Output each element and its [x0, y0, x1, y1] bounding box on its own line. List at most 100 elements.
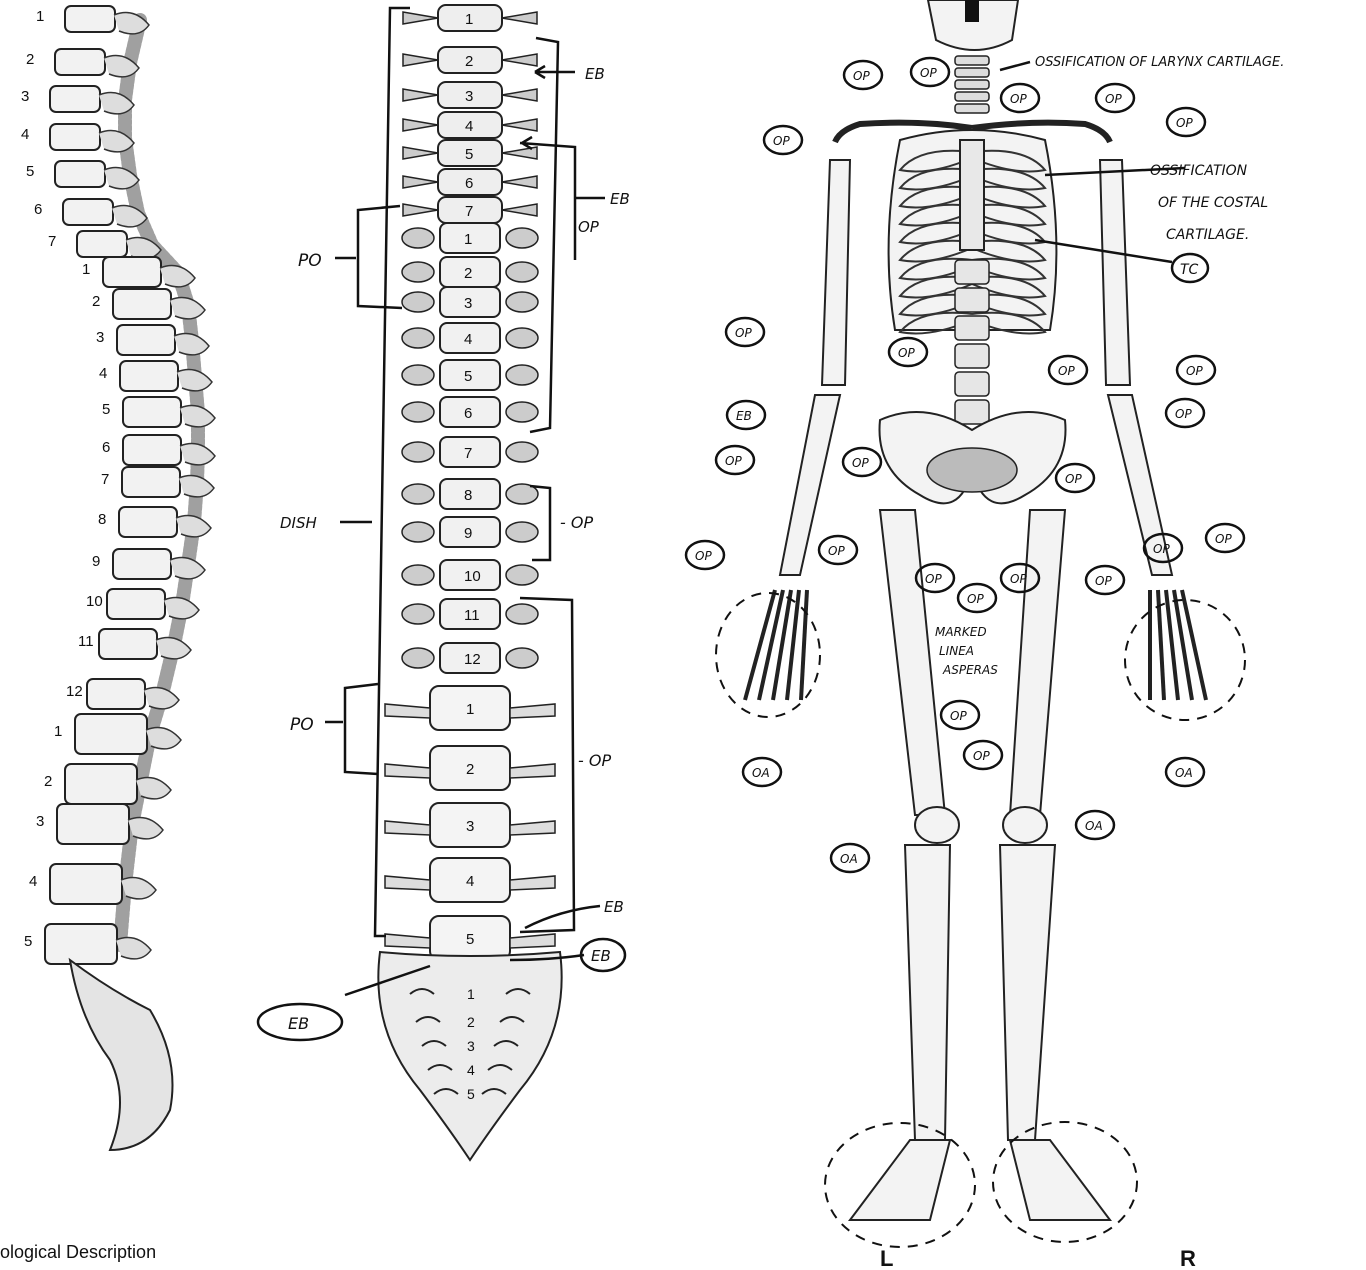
- eb-top-arrow: [535, 66, 575, 78]
- posterior-thoracic-process: [402, 328, 434, 348]
- annotation-circle-label: OP: [1175, 407, 1192, 421]
- skeleton-lumbar-vertebra: [955, 260, 989, 284]
- lateral-vertebra-number: 9: [92, 553, 100, 570]
- posterior-vertebra-number: 2: [466, 761, 474, 778]
- right-foot: [1010, 1140, 1110, 1220]
- right-marker: R: [1180, 1246, 1196, 1270]
- annotation-circle-label: OP: [828, 544, 845, 558]
- posterior-thoracic-process: [506, 648, 538, 668]
- lateral-vertebra-body: [99, 629, 157, 659]
- posterior-thoracic-process: [402, 565, 434, 585]
- lateral-vertebra-process: [128, 818, 163, 839]
- left-marker: L: [880, 1246, 893, 1270]
- posterior-thoracic-process: [506, 262, 538, 282]
- posterior-thoracic-process: [506, 328, 538, 348]
- posterior-vertebra-number: 10: [464, 568, 481, 585]
- lateral-vertebra-body: [65, 6, 115, 32]
- posterior-thoracic-process: [402, 484, 434, 504]
- po-lower-label: PO: [290, 715, 314, 735]
- lateral-sacrum: [70, 960, 173, 1150]
- posterior-sacrum: [378, 952, 561, 1160]
- posterior-thoracic-process: [402, 522, 434, 542]
- lateral-vertebra-body: [77, 231, 127, 257]
- lateral-vertebra-body: [55, 161, 105, 187]
- right-femur: [1010, 510, 1065, 815]
- lateral-vertebra-number: 2: [26, 51, 34, 68]
- annotation-circle-label: OP: [852, 456, 869, 470]
- annotation-circle-label: OP: [853, 69, 870, 83]
- posterior-vertebra-number: 9: [464, 525, 472, 542]
- lateral-vertebra-number: 7: [101, 471, 109, 488]
- linea-label-line: LINEA: [939, 644, 974, 658]
- lateral-vertebra-process: [176, 516, 211, 537]
- posterior-vertebra-number: 5: [464, 368, 472, 385]
- posterior-vertebra-number: 11: [464, 607, 480, 624]
- skeleton-lumbar-vertebra: [955, 372, 989, 396]
- posterior-thoracic-process: [402, 262, 434, 282]
- annotation-circle-label: OP: [1058, 364, 1075, 378]
- lateral-vertebra-body: [65, 764, 137, 804]
- lateral-vertebra-process: [121, 878, 156, 899]
- posterior-vertebra-number: 1: [464, 231, 472, 248]
- annotation-circle-label: OP: [695, 549, 712, 563]
- posterior-thoracic-process: [506, 402, 538, 422]
- lateral-vertebra-body: [55, 49, 105, 75]
- posterior-sacral-number: 3: [467, 1038, 475, 1054]
- footer-caption: ological Description: [0, 1242, 156, 1263]
- lateral-vertebra-body: [50, 864, 122, 904]
- annotation-circle-label: OP: [1010, 572, 1027, 586]
- linea-label-line: ASPERAS: [942, 663, 998, 677]
- posterior-vertebra-number: 3: [464, 295, 472, 312]
- annotation-circle-label: EB: [736, 409, 752, 423]
- linea-label-line: MARKED: [935, 625, 987, 639]
- annotation-circle-label: OP: [735, 326, 752, 340]
- lateral-vertebra-number: 6: [34, 201, 42, 218]
- lateral-vertebra-number: 3: [96, 329, 104, 346]
- annotation-circle-label: OA: [1175, 766, 1193, 780]
- left-humerus: [822, 160, 850, 385]
- lateral-vertebra-process: [116, 938, 151, 959]
- posterior-vertebra-number: 6: [464, 405, 472, 422]
- posterior-vertebra-number: 3: [465, 88, 473, 105]
- posterior-thoracic-process: [506, 228, 538, 248]
- posterior-sacral-number: 2: [467, 1014, 475, 1030]
- annotation-circle-label: OP: [967, 592, 984, 606]
- left-femur: [880, 510, 945, 815]
- posterior-spine: 12345671234567891011121234512345: [378, 5, 561, 1160]
- neck-vertebra: [955, 56, 989, 65]
- posterior-vertebra-number: 12: [464, 651, 481, 668]
- posterior-thoracic-process: [506, 365, 538, 385]
- lateral-vertebra-body: [63, 199, 113, 225]
- lateral-vertebra-number: 4: [21, 126, 29, 143]
- op-mid-label: OP: [578, 218, 600, 236]
- posterior-vertebra-number: 5: [465, 146, 473, 163]
- lateral-vertebra-number: 8: [98, 511, 106, 528]
- annotation-circle-label: OP: [950, 709, 967, 723]
- posterior-thoracic-process: [402, 648, 434, 668]
- po-lower-bracket: [345, 684, 378, 774]
- annotation-circle-label: OP: [1153, 542, 1170, 556]
- skeleton-lumbar-vertebra: [955, 400, 989, 424]
- posterior-thoracic-process: [402, 228, 434, 248]
- lateral-vertebra-number: 12: [66, 683, 83, 700]
- lateral-vertebra-process: [180, 406, 215, 427]
- lateral-vertebra-process: [156, 638, 191, 659]
- costal-label-line: CARTILAGE.: [1166, 227, 1249, 243]
- po-upper-label: PO: [298, 251, 322, 271]
- skeleton-lumbar-vertebra: [955, 316, 989, 340]
- tc-label: TC: [1180, 262, 1199, 278]
- posterior-vertebra-number: 5: [466, 931, 474, 948]
- skeleton-lumbar-vertebra: [955, 288, 989, 312]
- posterior-thoracic-process: [506, 522, 538, 542]
- lateral-vertebra-process: [170, 298, 205, 319]
- left-foot: [850, 1140, 950, 1220]
- sacrum: [927, 448, 1017, 492]
- annotation-circle-label: OP: [773, 134, 790, 148]
- posterior-thoracic-process: [402, 604, 434, 624]
- lateral-vertebra-number: 6: [102, 439, 110, 456]
- lateral-vertebra-number: 1: [36, 8, 44, 25]
- lateral-spine: 123456712345678910111212345: [21, 6, 215, 1150]
- left-patella: [915, 807, 959, 843]
- lateral-vertebra-process: [179, 476, 214, 497]
